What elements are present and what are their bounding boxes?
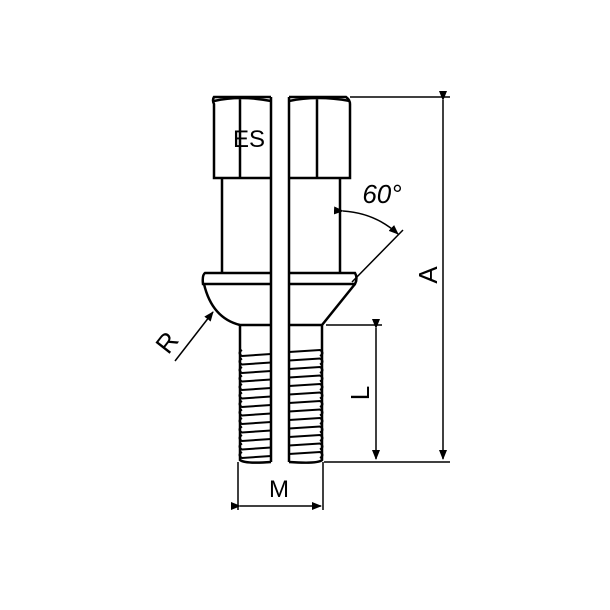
thread-crest-right (288, 416, 324, 425)
thread-crest-right (288, 425, 324, 434)
dimension-M-label: M (269, 476, 289, 503)
thread-crest-right (288, 450, 324, 459)
thread-crest-left (238, 434, 272, 443)
thread-crest-left (238, 383, 272, 392)
flange-left (201, 271, 271, 286)
thread-crest-right (288, 399, 324, 408)
thread-crest-left (238, 391, 272, 400)
dimension-A-label: A (413, 266, 443, 284)
thread-crest-left (238, 442, 272, 451)
thread-left-outline (238, 325, 272, 464)
thread-crest-left (238, 374, 272, 383)
dimension-R-label: R (149, 326, 184, 359)
thread-crest-left (238, 451, 272, 460)
bolt-outline (201, 95, 358, 464)
thread-crest-left (238, 425, 272, 434)
thread-crest-left (238, 357, 272, 366)
thread-crest-right (288, 442, 324, 451)
flange-right (289, 271, 358, 286)
angle-extension-line (351, 229, 404, 283)
thread-lines (238, 348, 324, 460)
thread-crest-left (238, 408, 272, 417)
head-marking: ES (233, 126, 265, 153)
thread-crest-right (288, 382, 324, 391)
thread-crest-left (238, 349, 272, 358)
dimension-lines (174, 91, 450, 510)
hex-head-left (211, 95, 271, 180)
dimension-L-label: L (345, 386, 375, 400)
thread-crest-left (238, 366, 272, 375)
thread-right-outline (288, 325, 324, 464)
thread-crest-right (288, 348, 324, 357)
conical-seat (289, 283, 356, 327)
thread-crest-right (288, 433, 324, 442)
thread-crest-right (288, 408, 324, 417)
hex-head-right-edge (288, 96, 351, 178)
angle-label: 60° (362, 179, 401, 209)
spherical-seat (202, 283, 271, 327)
thread-crest-right (288, 365, 324, 374)
hex-head-left-edge (213, 96, 272, 178)
thread-crest-right (288, 391, 324, 400)
dimension-R-leader (174, 311, 214, 362)
thread-crest-left (238, 417, 272, 426)
thread-crest-left (238, 400, 272, 409)
hex-head-right (289, 95, 352, 180)
thread-crest-right (288, 357, 324, 366)
dimension-angle-arc (333, 206, 399, 235)
thread-crest-right (288, 374, 324, 383)
